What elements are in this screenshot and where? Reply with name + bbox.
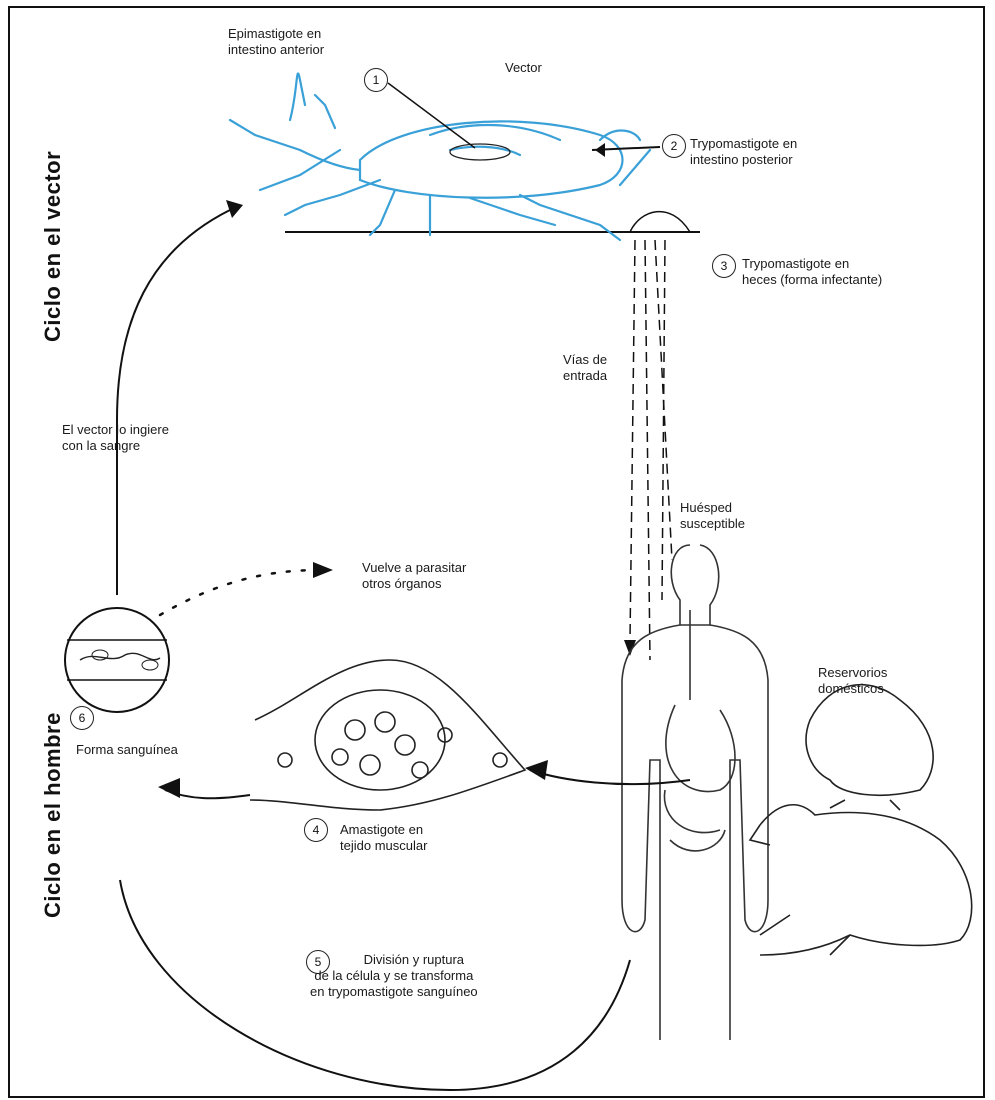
label-forma-sanguinea: Forma sanguínea xyxy=(76,742,178,758)
step-6-badge: 6 xyxy=(70,706,94,730)
human-icon xyxy=(622,545,768,1040)
step-2-badge: 2 xyxy=(662,134,686,158)
dog-icon xyxy=(750,805,972,955)
label-division: División y ruptura de la célula y se tra… xyxy=(310,952,478,1000)
step-3-badge: 3 xyxy=(712,254,736,278)
blood-vessel-icon xyxy=(65,608,169,712)
vector-insect-icon xyxy=(230,74,650,240)
guinea-pig-icon xyxy=(806,685,933,810)
step-1-badge: 1 xyxy=(364,68,388,92)
label-vector: Vector xyxy=(505,60,542,76)
step-4-badge: 4 xyxy=(304,818,328,842)
muscle-tissue-icon xyxy=(250,660,525,810)
